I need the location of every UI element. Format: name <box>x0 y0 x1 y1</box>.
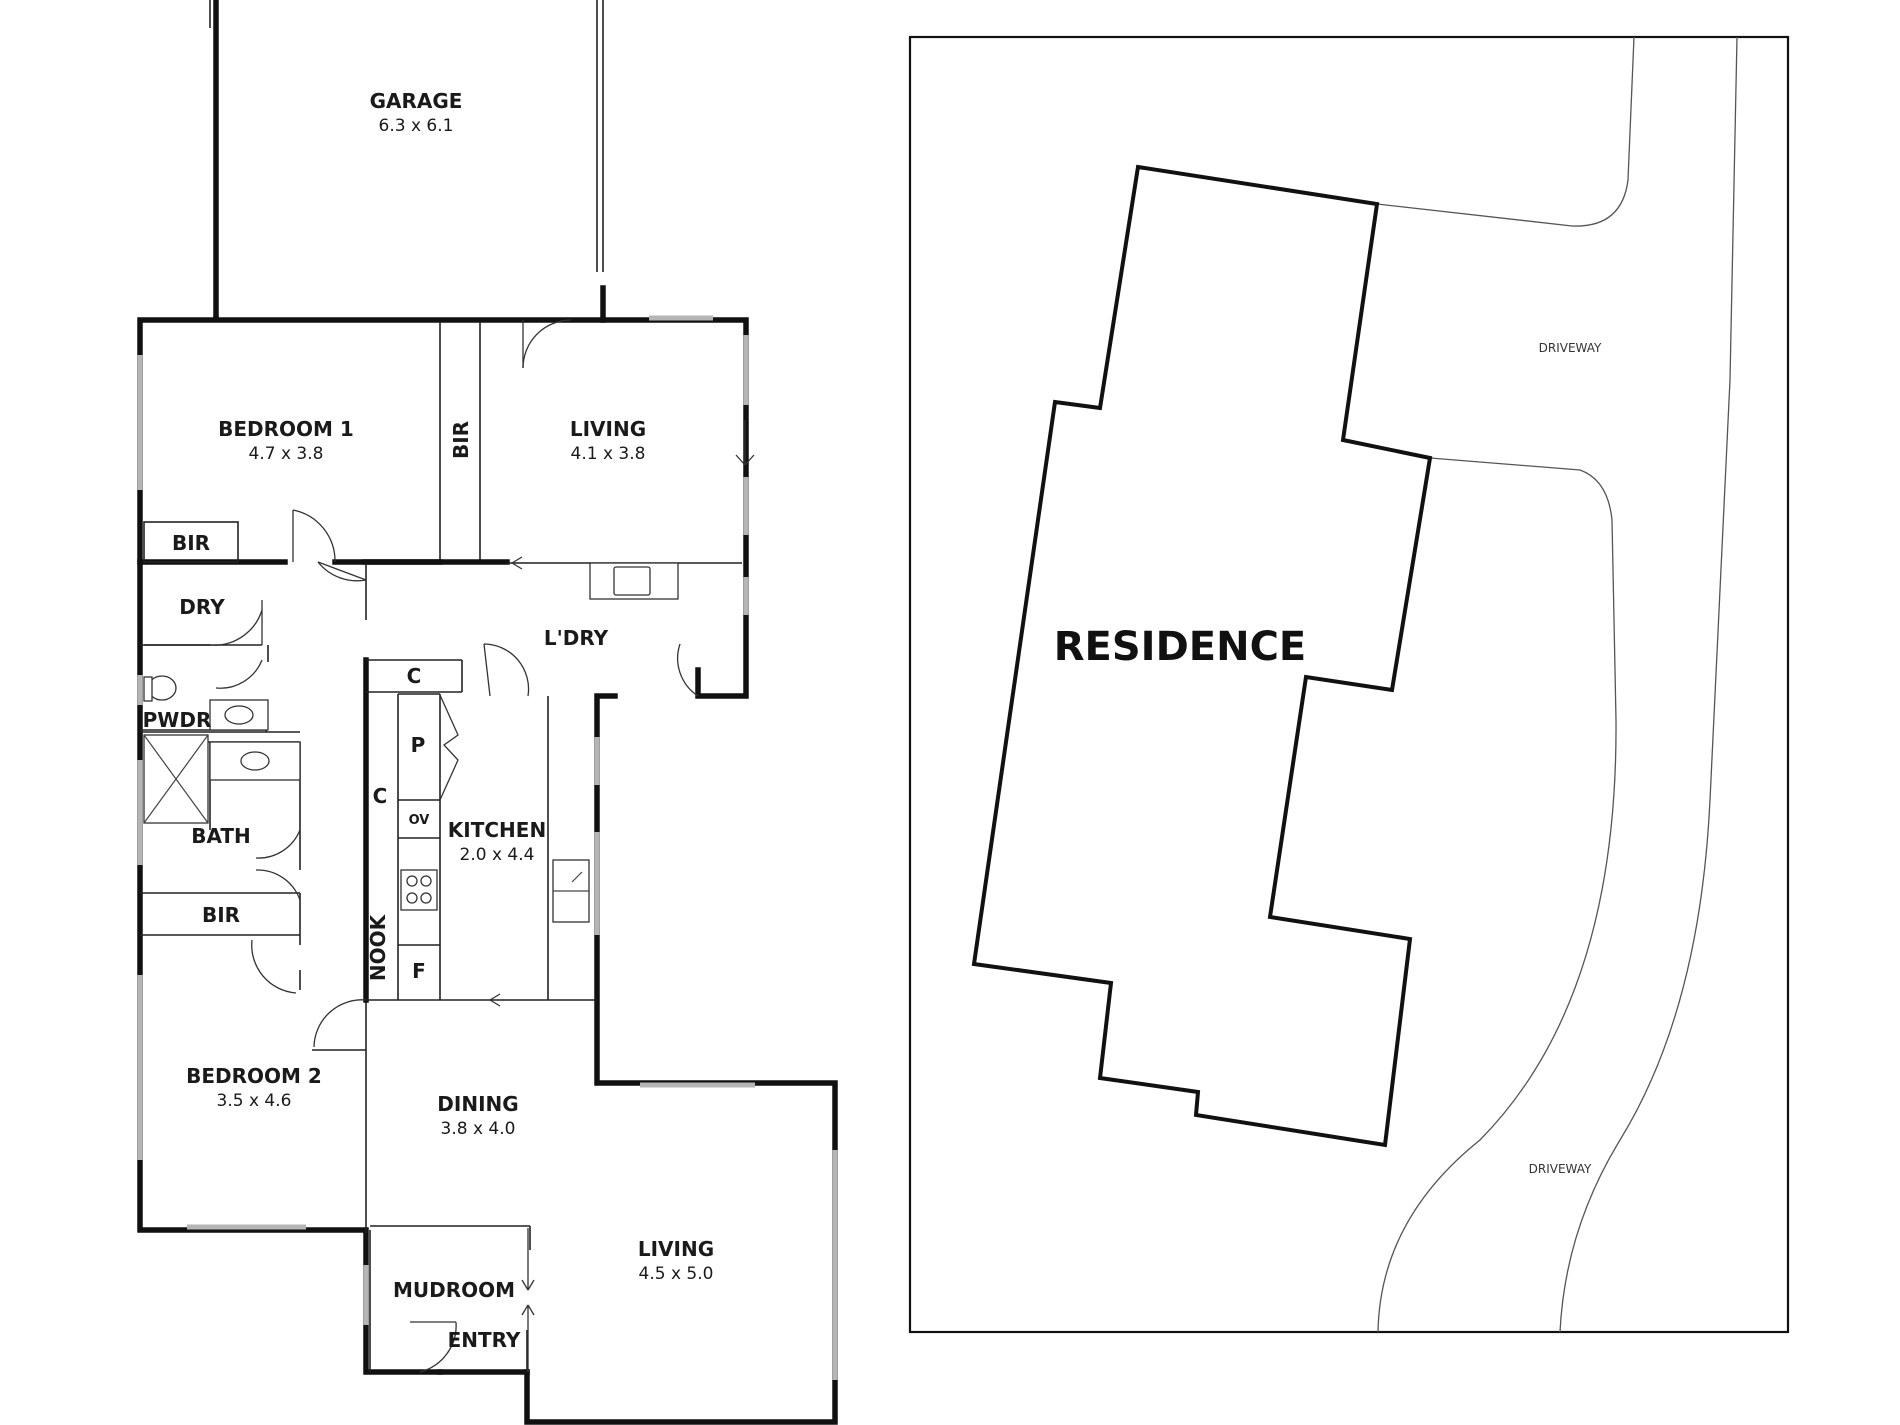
floor-plan: GARAGE 6.3 x 6.1 BEDROOM 1 4.7 x 3.8 BIR… <box>137 0 838 1425</box>
door-swings <box>209 319 755 1373</box>
cupboard-top-label: C <box>407 664 422 688</box>
laundry-sink-icon <box>613 566 651 596</box>
cooktop-icon <box>400 869 438 911</box>
dining-size: 3.8 x 4.0 <box>441 1119 516 1139</box>
laundry-label: L'DRY <box>544 626 609 650</box>
kitchen-size: 2.0 x 4.4 <box>460 845 535 865</box>
bath-basin-icon <box>240 751 270 771</box>
bedroom2-size: 3.5 x 4.6 <box>217 1091 292 1111</box>
pantry-label: P <box>411 733 426 757</box>
mudroom-label: MUDROOM <box>393 1278 515 1302</box>
nook-label: NOOK <box>366 913 390 981</box>
bir-bedroom1-label: BIR <box>449 421 473 459</box>
bir-left-label: BIR <box>172 531 210 555</box>
living-top-label: LIVING <box>570 417 646 441</box>
residence-footprint <box>971 164 1433 1148</box>
bedroom1-size: 4.7 x 3.8 <box>249 444 324 464</box>
dry-label: DRY <box>179 595 225 619</box>
kitchen-label: KITCHEN <box>448 818 546 842</box>
bedroom1-label: BEDROOM 1 <box>218 417 354 441</box>
windows <box>137 315 838 1380</box>
floor-plan-labels: GARAGE 6.3 x 6.1 BEDROOM 1 4.7 x 3.8 BIR… <box>143 89 715 1352</box>
dining-label: DINING <box>437 1092 518 1116</box>
oven-label: OV <box>409 813 430 828</box>
toilet-cistern <box>143 676 153 702</box>
fridge-label: F <box>412 959 426 983</box>
bir-bedroom2-label: BIR <box>202 903 240 927</box>
cupboard-side-label: C <box>373 784 388 808</box>
site-plan: RESIDENCE DRIVEWAY DRIVEWAY <box>908 35 1790 1334</box>
living-bottom-label: LIVING <box>638 1237 714 1261</box>
driveway-lines <box>1376 36 1738 1333</box>
living-bottom-size: 4.5 x 5.0 <box>639 1264 714 1284</box>
driveway-top-label: DRIVEWAY <box>1539 341 1602 355</box>
exterior-walls <box>137 315 838 1425</box>
powder-basin-icon <box>224 705 254 725</box>
entry-label: ENTRY <box>448 1328 521 1352</box>
garage-label: GARAGE <box>370 89 463 113</box>
powder-label: PWDR <box>143 708 212 732</box>
residence-label: RESIDENCE <box>1054 624 1307 670</box>
site-boundary <box>908 35 1790 1334</box>
garage-outline <box>209 0 606 323</box>
bath-label: BATH <box>191 824 251 848</box>
driveway-bottom-label: DRIVEWAY <box>1529 1162 1592 1176</box>
living-top-size: 4.1 x 3.8 <box>571 444 646 464</box>
garage-size: 6.3 x 6.1 <box>379 116 454 136</box>
bedroom2-label: BEDROOM 2 <box>186 1064 322 1088</box>
fixtures <box>143 562 679 923</box>
